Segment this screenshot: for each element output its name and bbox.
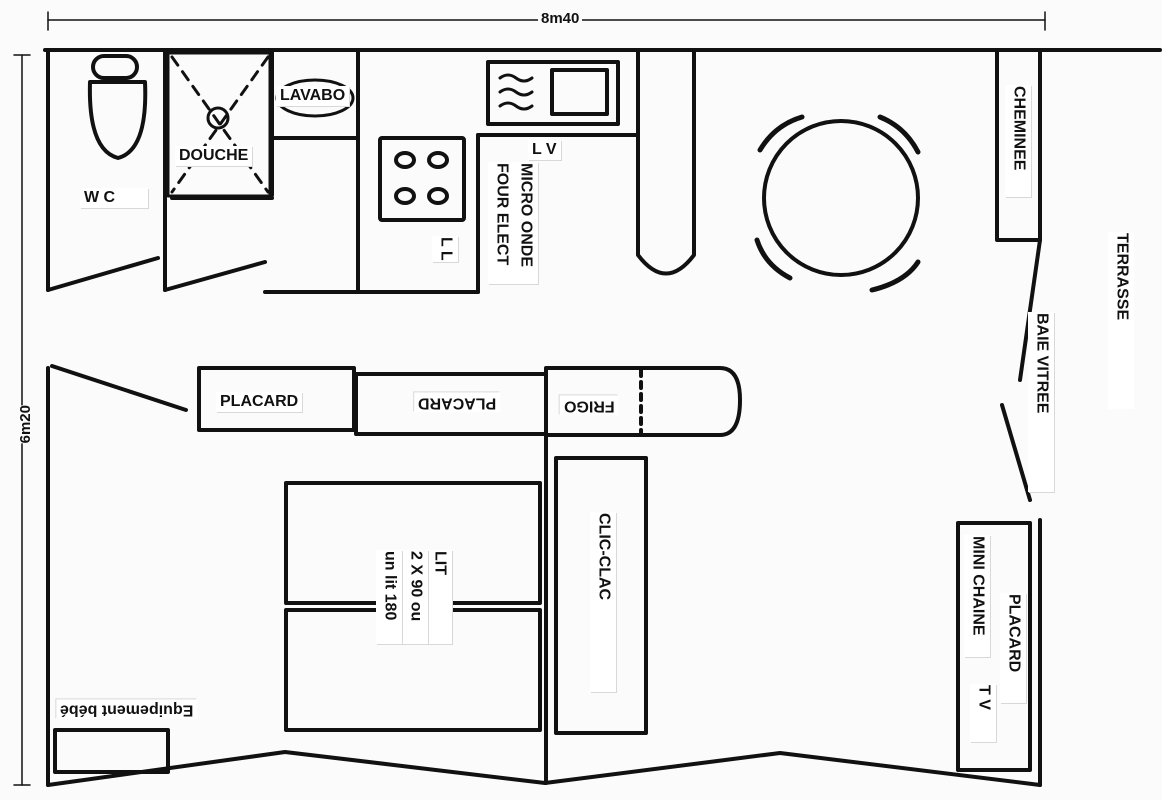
toilet-icon: [87, 54, 148, 160]
closet-3-label: PLACARD: [1000, 593, 1027, 703]
dishwasher-label: L V: [528, 140, 561, 161]
hifi-label: MINI CHAINE: [964, 535, 991, 657]
baby-equipment-icon: [53, 728, 170, 774]
height-dimension-label: 6m20: [14, 405, 37, 444]
microwave-label: MICRO ONDE: [512, 162, 539, 284]
bed-label-line-1: LIT: [426, 550, 453, 644]
bay-window-label: BAIE VITREE: [1028, 312, 1055, 492]
closet-2-label: PLACARD: [414, 392, 501, 413]
sofa-bed-icon: [554, 456, 648, 735]
kitchen-sink-icon: [486, 60, 620, 126]
tv-label: T V: [970, 684, 997, 742]
baby-equipment-label: Equipement bébé: [56, 699, 198, 720]
chimney-label: CHEMINEE: [1005, 85, 1032, 197]
kitchen-counter: [636, 48, 696, 276]
shower-icon: [166, 51, 272, 198]
washing-machine-label: L L: [432, 236, 459, 262]
width-dimension-label: 8m40: [538, 10, 583, 27]
bed-label-line-2: 2 X 90 ou: [402, 550, 429, 644]
oven-label: FOUR ELECT: [488, 162, 515, 284]
tv-cabinet-icon: [956, 521, 1032, 772]
bathroom-walls: [163, 48, 640, 294]
sofa-bed-label: CLIC-CLAC: [590, 512, 617, 692]
cooktop-icon: [378, 136, 466, 222]
sink-label: LAVABO: [276, 86, 350, 107]
shower-label: DOUCHE: [175, 146, 253, 167]
wc-label: W C: [80, 188, 148, 209]
closets-row: [197, 366, 742, 437]
doors: [46, 238, 1042, 502]
closet-1-label: PLACARD: [216, 392, 303, 413]
bed-label-line-3: un lit 180: [376, 550, 403, 644]
chimney-icon: [995, 48, 1042, 242]
fridge-label: FRIGO: [560, 395, 619, 416]
terrace-label: TERRASSE: [1108, 232, 1135, 409]
round-table-icon: [754, 114, 921, 293]
